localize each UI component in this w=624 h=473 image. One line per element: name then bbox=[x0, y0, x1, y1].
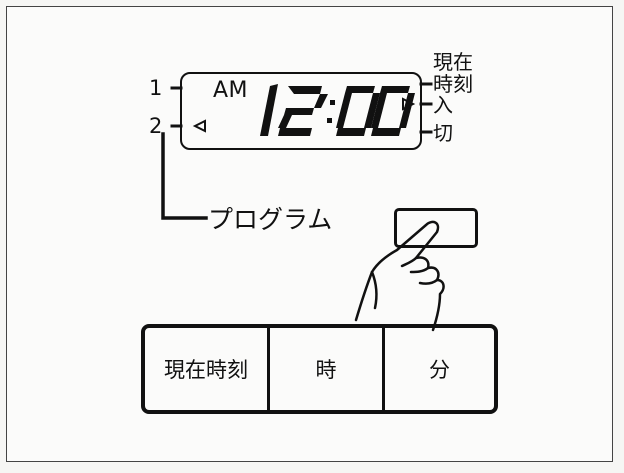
program-button[interactable] bbox=[394, 208, 478, 248]
minute-button[interactable]: 分 bbox=[382, 328, 494, 410]
line-2-label: 2 bbox=[149, 114, 163, 138]
on-label: 入 bbox=[433, 93, 453, 117]
off-label: 切 bbox=[433, 121, 453, 145]
lcd-display bbox=[180, 72, 422, 150]
current-time-button[interactable]: 現在時刻 bbox=[164, 358, 248, 382]
pointing-hand-icon bbox=[354, 220, 445, 332]
current-time-label-line2: 時刻 bbox=[433, 72, 473, 96]
line-1-label: 1 bbox=[149, 76, 163, 100]
illustration-frame bbox=[6, 6, 613, 462]
program-bracket bbox=[161, 132, 208, 220]
current-time-label-line1: 現在 bbox=[433, 50, 473, 74]
am-indicator: AM bbox=[213, 78, 249, 103]
left-indicator-icon bbox=[192, 119, 206, 133]
program-label: プログラム bbox=[208, 205, 333, 234]
button-panel: 現在時刻 時 分 bbox=[141, 324, 498, 414]
hour-button[interactable]: 時 bbox=[267, 328, 382, 410]
